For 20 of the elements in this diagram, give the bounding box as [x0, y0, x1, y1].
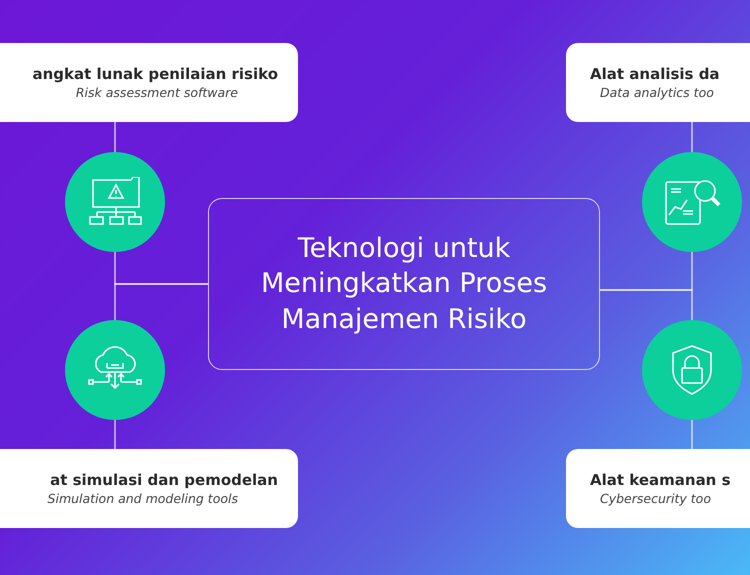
- tool-title: Alat keamanan s: [590, 471, 731, 489]
- tool-title: angkat lunak penilaian risiko: [32, 65, 278, 83]
- connector-line: [691, 420, 693, 449]
- connector-line: [691, 122, 693, 152]
- tool-subtitle: Cybersecurity too: [600, 491, 711, 506]
- tool-card: [0, 43, 298, 122]
- central-topic-box: [208, 198, 600, 370]
- tool-card: [566, 43, 750, 122]
- connector-line: [600, 289, 693, 320]
- tool-card: [0, 449, 298, 528]
- tool-subtitle: Data analytics too: [600, 85, 714, 100]
- connector-line: [114, 122, 116, 152]
- tool-card: [566, 449, 750, 528]
- tool-subtitle: Simulation and modeling tools: [48, 491, 238, 506]
- central-topic-title: Teknologi untuk Meningkatkan Proses Manajemen Risiko: [260, 232, 548, 337]
- tool-title: Alat analisis da: [590, 65, 720, 83]
- tool-title: at simulasi dan pemodelan: [50, 471, 278, 489]
- connector-line: [114, 420, 116, 449]
- connector-line: [114, 283, 208, 320]
- tool-subtitle: Risk assessment software: [76, 85, 238, 100]
